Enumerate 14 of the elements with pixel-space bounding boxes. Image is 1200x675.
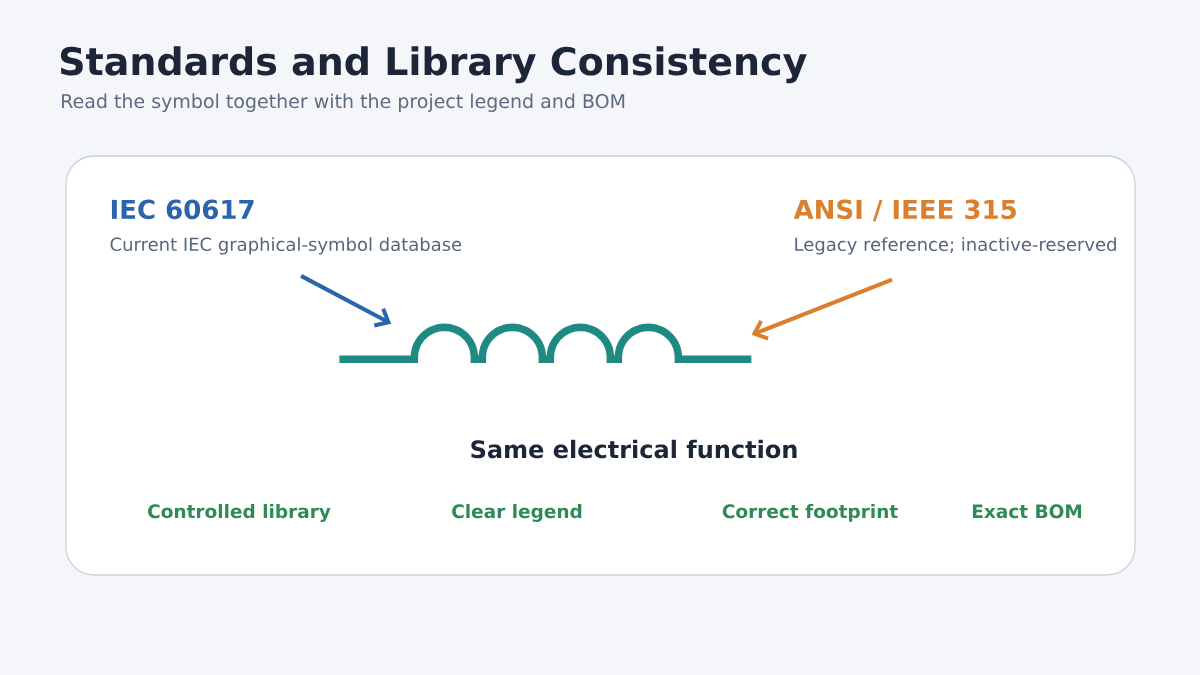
standard-heading: ANSI / IEEE 315 <box>793 199 1016 222</box>
keyword-label: Correct footprint <box>722 503 898 522</box>
description-text: Legacy reference; inactive-reserved <box>795 237 1116 255</box>
title: Standards and Library Consistency <box>60 46 807 84</box>
keyword-label: Controlled library <box>148 503 331 522</box>
card-panel <box>65 155 1136 576</box>
arrow <box>751 277 893 341</box>
subtitle: Read the symbol together with the project legend and BOM <box>62 93 625 112</box>
keyword-label: Clear legend <box>452 503 582 522</box>
arrow <box>300 274 392 328</box>
description-text: Current IEC graphical-symbol database <box>110 237 462 255</box>
keyword-label: Exact BOM <box>972 504 1082 519</box>
summary-heading: Same electrical function <box>471 439 797 459</box>
standard-heading: IEC 60617 <box>111 199 254 220</box>
